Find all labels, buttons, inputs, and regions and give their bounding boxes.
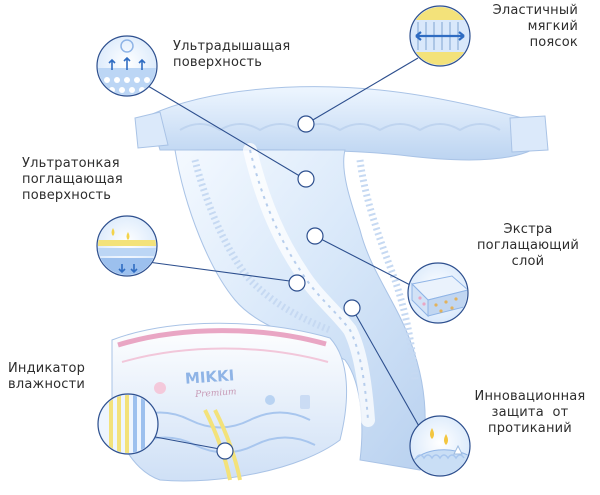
label-wetness-indicator: Индикатор влажности [8,361,85,393]
target-points [216,115,361,460]
label-line: Индикатор [8,361,86,376]
absorbent-layer-icon [96,215,158,277]
label-line: поверхность [22,188,112,203]
label-line: мягкий [527,19,578,34]
leader-lines [147,57,421,451]
label-line: Ультрадышащая [173,39,291,54]
label-ultra-breathable-surface: Ультрадышащая поверхность [173,39,290,71]
wetness-indicator-icon [97,393,159,455]
label-line: Ультратонкая [22,156,120,171]
leak-guard-icon [409,415,471,477]
label-line: защита от [491,405,569,420]
label-extra-absorbent-layer: Экстра поглащающий слой [468,222,588,270]
label-line: Эластичный [492,3,578,18]
elastic-waistband-icon [409,5,471,67]
brand-logo-text: MIKKI [184,366,234,387]
diaper: MIKKI Premium [111,86,549,482]
label-line: поглащающая [22,172,123,187]
absorbent-core-icon [407,262,469,324]
label-line: поясок [529,35,578,50]
label-line: протиканий [488,421,572,436]
label-elastic-soft-waistband: Эластичный мягкий поясок [472,3,578,51]
label-leak-protection: Инновационная защита от протиканий [468,389,592,437]
label-line: слой [511,254,545,269]
breathable-surface-icon [96,35,158,97]
label-line: поглащающий [476,238,580,253]
label-line: Экстра [503,222,553,237]
label-line: поверхность [173,55,263,70]
label-ultrathin-absorbent-surface: Ультратонкая поглащающая поверхность [22,156,123,204]
label-line: Инновационная [474,389,586,404]
subbrand-logo-text: Premium [194,387,237,400]
label-line: влажности [8,377,86,392]
